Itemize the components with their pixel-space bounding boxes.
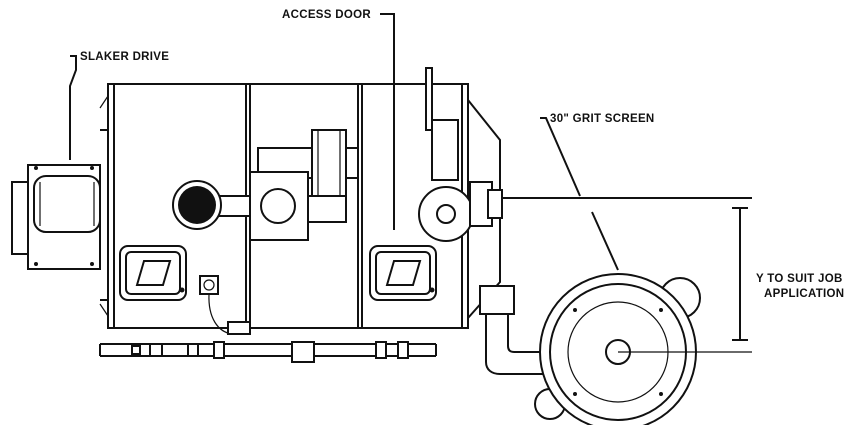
screen-feed-connection	[469, 181, 752, 227]
label-dimension-line1: Y TO SUIT JOB	[756, 273, 843, 285]
access-door-lever	[425, 67, 459, 181]
label-dimension-line2: APPLICATION	[764, 288, 844, 300]
label-grit-screen: 30" GRIT SCREEN	[550, 113, 655, 125]
label-slaker-drive: SLAKER DRIVE	[80, 51, 169, 63]
right-inspection-window	[369, 245, 437, 301]
handwheel	[418, 186, 474, 242]
leaders	[69, 13, 619, 271]
center-mechanism	[172, 129, 359, 241]
label-access-door: ACCESS DOOR	[282, 9, 371, 21]
bottom-pipe	[99, 321, 437, 363]
control-box	[199, 275, 233, 335]
grit-screen	[534, 273, 752, 425]
slaker-drive-motor	[11, 129, 109, 301]
dimension-y	[732, 207, 748, 341]
left-inspection-window	[119, 245, 187, 301]
